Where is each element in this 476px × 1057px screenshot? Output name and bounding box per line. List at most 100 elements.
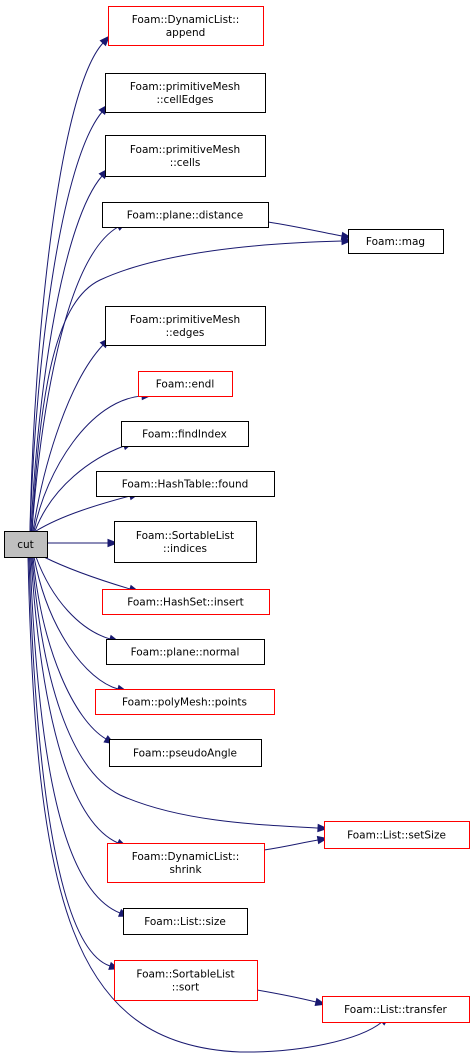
nodes-layer: cutFoam::DynamicList::appendFoam::primit… — [4, 6, 470, 1023]
edge-line — [33, 556, 119, 690]
node-root-cut[interactable]: cut — [4, 531, 48, 558]
edge-line — [35, 556, 111, 640]
node-label: Foam::SortableList — [136, 969, 234, 981]
node-label: ::edges — [166, 327, 205, 339]
node-label: Foam::mag — [366, 236, 425, 248]
node-label: Foam::plane::distance — [127, 210, 244, 222]
node-mag[interactable]: Foam::mag — [348, 229, 444, 254]
node-cells[interactable]: Foam::primitiveMesh::cells — [105, 135, 266, 177]
node-box — [102, 589, 270, 615]
edge-line — [29, 42, 104, 532]
node-pseudoAngle[interactable]: Foam::pseudoAngle — [109, 739, 262, 767]
node-label: cut — [17, 539, 34, 551]
node-box — [4, 531, 48, 558]
node-box — [348, 229, 444, 254]
node-label: Foam::pseudoAngle — [133, 748, 237, 760]
node-transfer[interactable]: Foam::List::transfer — [322, 996, 470, 1023]
node-label: ::indices — [163, 543, 207, 555]
edge-line — [32, 344, 104, 532]
edge-line — [32, 556, 107, 740]
node-label: ::sort — [172, 982, 199, 994]
edge-cut-to-edges — [32, 337, 111, 532]
node-label: Foam::polyMesh::points — [122, 697, 247, 709]
edge-sort-to-transfer — [256, 989, 327, 1006]
node-box — [114, 521, 257, 563]
edge-line — [256, 989, 317, 1003]
edge-line — [27, 556, 383, 1053]
node-label: ::cellEdges — [156, 94, 213, 106]
edge-cut-to-append — [29, 35, 111, 532]
arrowhead-icon — [99, 35, 111, 47]
node-found[interactable]: Foam::HashTable::found — [96, 471, 275, 497]
node-findIndex[interactable]: Foam::findIndex — [121, 421, 249, 447]
node-label: Foam::List::transfer — [344, 1004, 447, 1016]
arrowhead-icon — [107, 538, 119, 548]
node-edges[interactable]: Foam::primitiveMesh::edges — [105, 306, 266, 346]
node-label: Foam::primitiveMesh — [130, 144, 240, 156]
node-label: Foam::DynamicList:: — [132, 851, 240, 863]
node-label: ::cells — [170, 157, 201, 169]
node-box — [121, 421, 249, 447]
edge-line — [30, 175, 103, 532]
node-points[interactable]: Foam::polyMesh::points — [95, 689, 275, 715]
edge-line — [29, 111, 103, 532]
node-box — [102, 202, 269, 228]
edge-line — [28, 556, 111, 967]
node-setSize[interactable]: Foam::List::setSize — [324, 821, 470, 849]
node-append[interactable]: Foam::DynamicList::append — [108, 6, 264, 46]
node-box — [322, 996, 470, 1023]
edge-cut-to-setSize — [31, 556, 329, 833]
node-label: Foam::SortableList — [136, 530, 234, 542]
edge-line — [29, 556, 121, 914]
node-label: Foam::HashTable::found — [122, 479, 249, 491]
node-box — [138, 371, 233, 397]
edge-line — [43, 556, 131, 590]
node-label: shrink — [169, 864, 202, 876]
node-box — [109, 739, 262, 767]
edge-cut-to-pseudoAngle — [32, 556, 115, 745]
node-box — [105, 135, 266, 177]
node-box — [105, 306, 266, 346]
node-label: Foam::findIndex — [142, 429, 227, 441]
node-label: Foam::endl — [156, 379, 215, 391]
node-label: Foam::DynamicList:: — [132, 14, 240, 26]
node-box — [96, 471, 275, 497]
node-distance[interactable]: Foam::plane::distance — [102, 202, 269, 228]
node-sort[interactable]: Foam::SortableList::sort — [114, 960, 258, 1001]
node-label: Foam::HashSet::insert — [127, 597, 244, 609]
node-indices[interactable]: Foam::SortableList::indices — [114, 521, 257, 563]
node-box — [123, 908, 248, 935]
node-box — [324, 821, 470, 849]
node-size[interactable]: Foam::List::size — [123, 908, 248, 935]
node-insert[interactable]: Foam::HashSet::insert — [102, 589, 270, 615]
node-label: Foam::List::size — [144, 916, 226, 928]
node-shrink[interactable]: Foam::DynamicList::shrink — [107, 843, 265, 883]
edge-line — [31, 556, 319, 829]
edge-line — [267, 221, 343, 237]
edge-cut-to-indices — [46, 538, 119, 548]
node-box — [106, 639, 265, 665]
edge-line — [31, 240, 343, 532]
node-label: Foam::plane::normal — [131, 647, 240, 659]
edge-line — [33, 395, 143, 532]
edge-distance-to-mag — [267, 221, 353, 241]
node-endl[interactable]: Foam::endl — [138, 371, 233, 397]
edge-line — [34, 445, 125, 532]
edge-line — [31, 226, 119, 532]
node-label: Foam::primitiveMesh — [130, 81, 240, 93]
edge-line — [30, 556, 119, 844]
node-box — [107, 843, 265, 883]
edge-line — [35, 495, 131, 532]
node-box — [105, 73, 266, 113]
node-label: Foam::primitiveMesh — [130, 314, 240, 326]
node-box — [114, 960, 258, 1001]
node-label: append — [166, 27, 206, 39]
arrowhead-icon — [317, 823, 329, 833]
node-box — [95, 689, 275, 715]
node-cellEdges[interactable]: Foam::primitiveMesh::cellEdges — [105, 73, 266, 113]
node-box — [108, 6, 264, 46]
edge-shrink-to-setSize — [263, 835, 329, 851]
node-normal[interactable]: Foam::plane::normal — [106, 639, 265, 665]
node-label: Foam::List::setSize — [347, 830, 446, 842]
